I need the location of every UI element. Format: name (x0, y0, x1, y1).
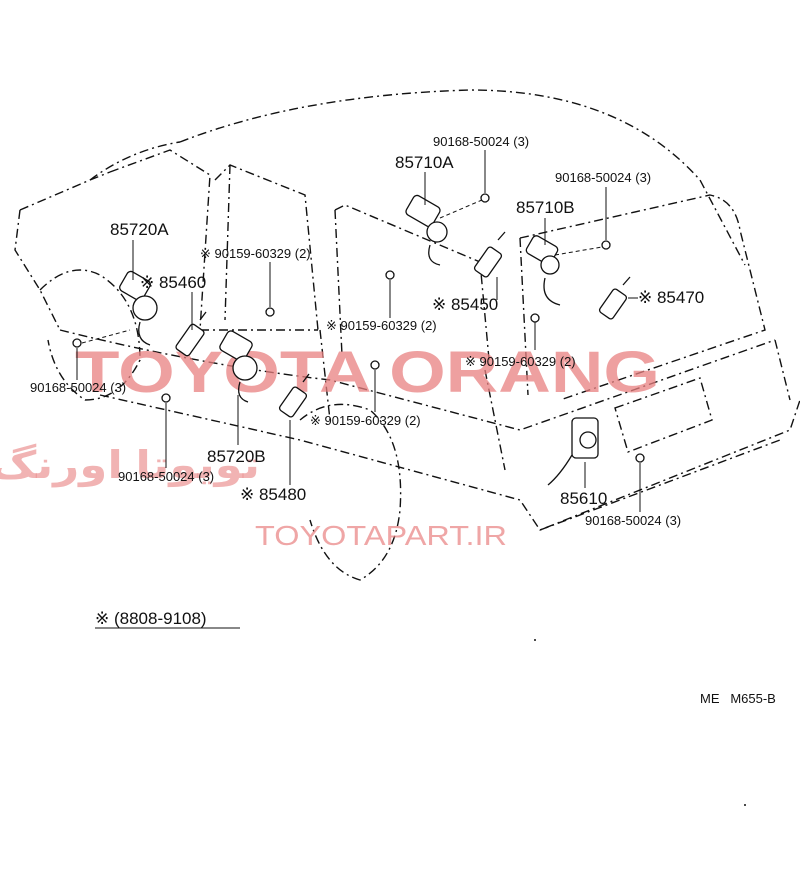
solenoid-85460 (175, 311, 207, 357)
motor-85710b (525, 235, 561, 306)
motor-85610 (547, 417, 599, 486)
label-85720a: 85720A (110, 220, 169, 239)
label-85480: ※ 85480 (240, 485, 306, 504)
vehicle-outline (14, 89, 800, 581)
label-screw-top-a: 90168-50024 (3) (433, 134, 529, 149)
label-85470: ※ 85470 (638, 288, 704, 307)
label-screw-right: 90168-50024 (3) (585, 513, 681, 528)
watermark-group: TOYOTA ORANG تویوتا اورنگ TOYOTAPART.IR (0, 340, 660, 551)
label-85450: ※ 85450 (432, 295, 498, 314)
label-85720b: 85720B (207, 447, 266, 466)
label-bolt-mid: ※ 90159-60329 (2) (326, 318, 437, 333)
motor-85710a (405, 194, 448, 266)
footnote-date-range: ※ (8808-9108) (95, 609, 207, 628)
diagram-code: ME M655-B (700, 691, 776, 706)
label-screw-left: 90168-50024 (3) (30, 380, 126, 395)
label-85710b: 85710B (516, 198, 575, 217)
label-bolt-right: ※ 90159-60329 (2) (465, 354, 576, 369)
screw-icons (72, 193, 645, 463)
label-bolt-upper-left: ※ 90159-60329 (2) (200, 246, 311, 261)
motor-85720b (219, 330, 258, 403)
label-85610: 85610 (560, 489, 607, 508)
motor-85720a (119, 270, 158, 346)
label-bolt-lower: ※ 90159-60329 (2) (310, 413, 421, 428)
solenoid-85470 (598, 276, 631, 320)
component-parts (72, 193, 645, 486)
label-screw-bottom-left: 90168-50024 (3) (118, 469, 214, 484)
solenoid-85480 (278, 373, 310, 418)
label-85710a: 85710A (395, 153, 454, 172)
leader-lines (76, 150, 641, 629)
watermark-site: TOYOTAPART.IR (255, 520, 507, 551)
part-labels: 90168-50024 (3) 85710A 90168-50024 (3) 8… (30, 134, 704, 528)
watermark-main: TOYOTA ORANG (75, 340, 660, 405)
solenoid-85450 (473, 231, 506, 278)
label-85460: ※ 85460 (140, 273, 206, 292)
watermark-persian: تویوتا اورنگ (0, 443, 260, 488)
label-screw-top-b: 90168-50024 (3) (555, 170, 651, 185)
